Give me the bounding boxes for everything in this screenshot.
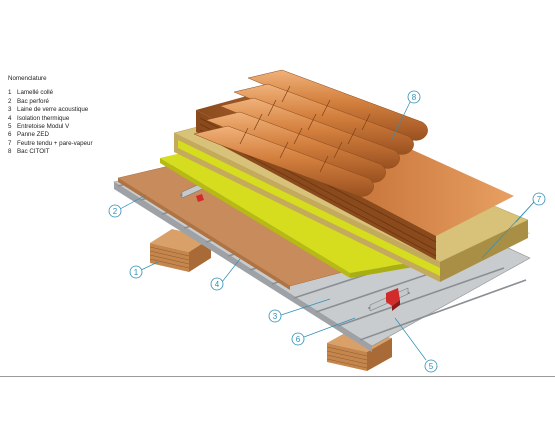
legend-label: Laine de verre acoustique: [17, 106, 89, 114]
callout-number: 7: [537, 195, 542, 204]
legend-item-7: 7 Feutre tendu + pare-vapeur: [8, 140, 93, 148]
callout-circle: [407, 90, 421, 104]
legend-label: Lamellé collé: [17, 89, 54, 97]
legend-item-6: 6 Panne ZED: [8, 131, 93, 139]
legend-label: Isolation thermique: [17, 114, 70, 122]
legend-number: 8: [8, 148, 12, 156]
callout-number: 4: [215, 280, 220, 289]
nomenclature-legend: Nomenclature 1 Lamellé collé 2 Bac perforé…: [8, 75, 93, 157]
callout-7: 7: [532, 192, 546, 206]
callout-circle: [532, 192, 546, 206]
legend-number: 7: [8, 139, 12, 147]
leader-lines: [119, 97, 535, 361]
legend-item-5: 5 Entretoise Modul V: [8, 123, 93, 131]
callout-2: 2: [108, 204, 122, 218]
legend-item-3: 3 Laine de verre acoustique: [8, 106, 93, 114]
callout-circle: [210, 277, 224, 291]
legend-label: Entretoise Modul V: [17, 123, 70, 131]
callout-number: 1: [134, 268, 139, 277]
legend-item-2: 2 Bac perforé: [8, 98, 93, 106]
callout-6: 6: [291, 332, 305, 346]
tile-rows: [193, 69, 428, 197]
legend-label: Feutre tendu + pare-vapeur: [17, 139, 93, 147]
callout-8: 8: [407, 90, 421, 104]
legend-number: 6: [8, 131, 12, 139]
legend-title: Nomenclature: [8, 75, 47, 82]
legend-number: 4: [8, 114, 12, 122]
callout-5: 5: [424, 359, 438, 373]
legend-number: 2: [8, 97, 12, 105]
callout-circle: [129, 265, 143, 279]
spacer-modul-v: [386, 288, 400, 311]
callout-number: 3: [273, 312, 278, 321]
legend-number: 5: [8, 123, 12, 131]
callout-3: 3: [268, 309, 282, 323]
callout-number: 8: [412, 93, 417, 102]
callout-4: 4: [210, 277, 224, 291]
legend-label: Bac perforé: [17, 97, 49, 105]
legend-number: 1: [8, 89, 12, 97]
legend-number: 3: [8, 106, 12, 114]
callout-number: 2: [113, 207, 118, 216]
legend-item-8: 8 Bac CITOIT: [8, 148, 93, 156]
page-divider-line: [0, 376, 555, 377]
spacer-modul-v: [196, 194, 204, 202]
callout-circle: [108, 204, 122, 218]
callout-circle: [268, 309, 282, 323]
legend-item-1: 1 Lamellé collé: [8, 89, 93, 97]
callout-circle: [291, 332, 305, 346]
callout-1: 1: [129, 265, 143, 279]
legend-label: Bac CITOIT: [17, 148, 50, 156]
legend-item-4: 4 Isolation thermique: [8, 115, 93, 123]
callout-circle: [424, 359, 438, 373]
callout-number: 6: [296, 335, 301, 344]
legend-label: Panne ZED: [17, 131, 49, 139]
callout-number: 5: [429, 362, 434, 371]
